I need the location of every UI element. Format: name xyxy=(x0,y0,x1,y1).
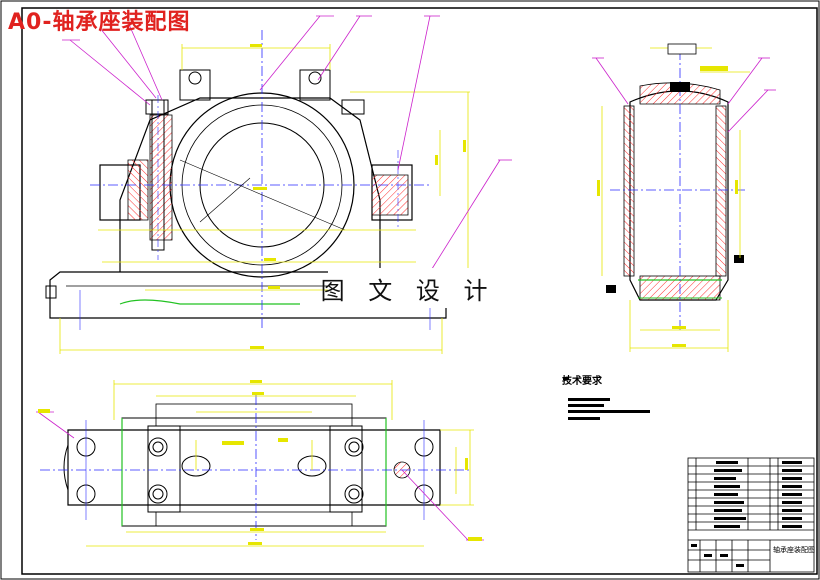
watermark-text: 图 文 设 计 xyxy=(321,268,488,308)
front-view-leaders xyxy=(62,15,512,273)
technical-requirements-lines xyxy=(563,377,650,420)
title-block xyxy=(687,457,815,573)
side-section-view xyxy=(592,43,776,352)
title-block-drawing-name: 轴承座装配图 xyxy=(773,546,815,554)
front-view xyxy=(45,30,470,354)
title-block-text-marks xyxy=(691,461,802,567)
technical-requirements-heading: 技术要求 xyxy=(562,376,602,387)
drawing-title: A0-轴承座装配图 xyxy=(8,10,191,35)
inner-frame xyxy=(21,7,818,575)
top-view xyxy=(36,380,484,547)
